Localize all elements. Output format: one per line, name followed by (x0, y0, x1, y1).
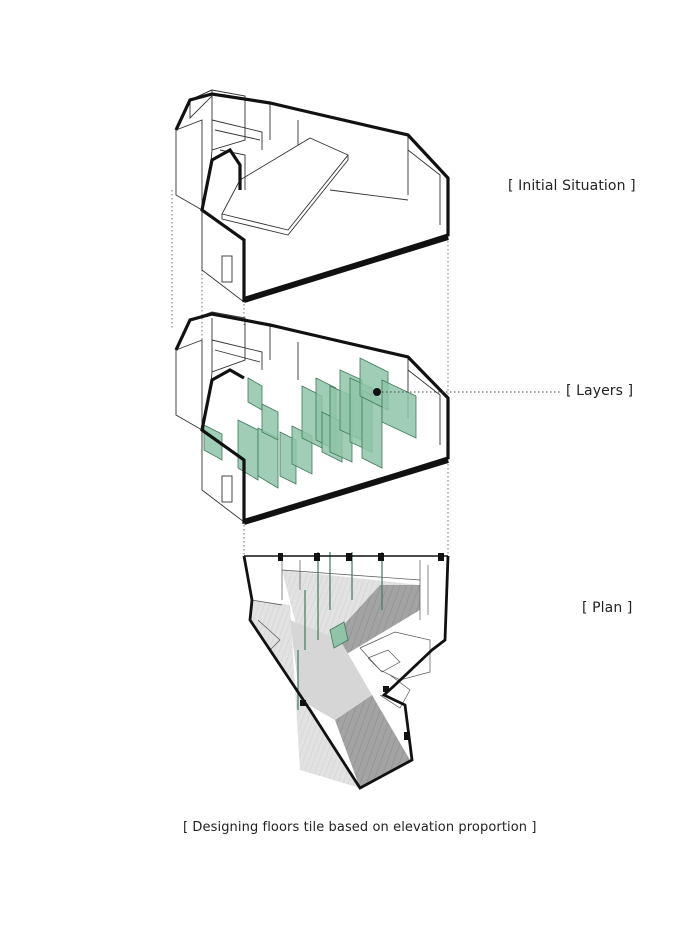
label-plan: [ Plan ] (582, 600, 633, 616)
plan-floor-light (250, 600, 360, 788)
figure-caption: [ Designing floors tile based on elevati… (183, 820, 537, 835)
initial-situation-model (175, 89, 441, 303)
label-layers: [ Layers ] (566, 383, 634, 399)
initial-situation-outline (174, 92, 450, 303)
plan-floor-dark (330, 585, 420, 655)
label-initial-situation: [ Initial Situation ] (508, 178, 636, 194)
green-layer-panels (203, 357, 417, 489)
plan-drawing (242, 552, 450, 790)
plan-floor-dark-lower (335, 695, 410, 788)
layers-leader (373, 388, 560, 396)
layers-outline (174, 312, 450, 525)
